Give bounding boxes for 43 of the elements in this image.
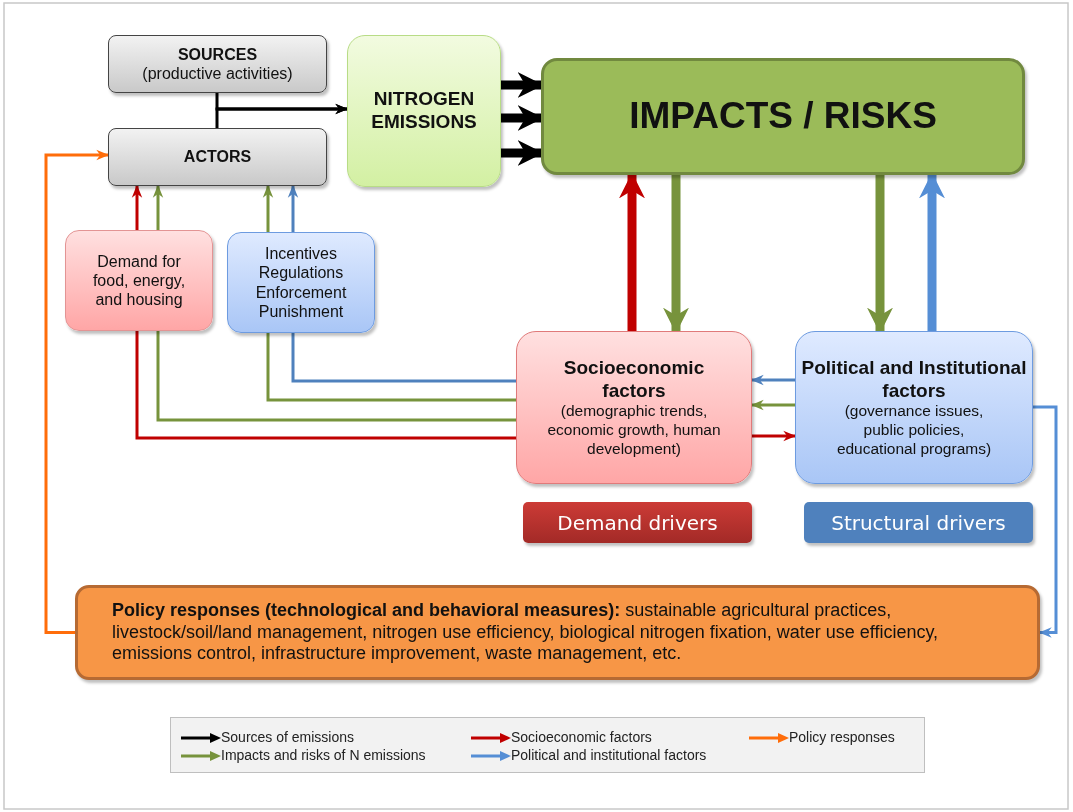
arrow: [750, 399, 795, 411]
process-box: [108, 128, 327, 186]
node-label: Demand for food, energy, and housing: [91, 251, 187, 310]
process-box: [108, 35, 327, 93]
arrow: [131, 184, 143, 230]
node-label: Enforcement: [255, 282, 347, 302]
driver-banner: [804, 502, 1033, 543]
node-label: IMPACTS / RISKS: [629, 94, 937, 139]
demand-box: [65, 230, 213, 331]
arrow: [44, 149, 110, 634]
node-label: (governance issues, public policies, educational programs): [835, 402, 993, 459]
arrow: [750, 374, 795, 386]
arrow: [215, 103, 349, 128]
impacts-box: [541, 58, 1025, 175]
node-label: (productive activities): [142, 64, 293, 84]
node-label: (demographic trends, economic growth, human development): [546, 402, 722, 459]
arrow: [1033, 405, 1058, 638]
instruments-box: [227, 232, 375, 333]
node-label: Demand drivers: [557, 510, 718, 535]
arrow: [152, 184, 164, 230]
node-label: Policy responses (technological and behavioral measures): sustainable agricultural practices, livestock/soil/land management, nitrogen use efficiency, biological nitrogen fixation, water use efficiency, emissions control, infrastructure improvement, waste management, etc.: [112, 600, 940, 665]
node-label: SOURCES: [177, 44, 258, 64]
arrow: [287, 184, 299, 232]
node-label: Regulations: [258, 263, 344, 283]
node-label: Incentives: [264, 244, 337, 264]
legend-label: Political and institutional factors: [511, 747, 707, 763]
legend-label: Policy responses: [789, 729, 895, 745]
policy-box: [75, 585, 1040, 680]
factor-box: [516, 331, 752, 484]
legend-label: Sources of emissions: [221, 729, 355, 745]
node-label: ACTORS: [183, 147, 252, 167]
legend-label: Socioeconomic factors: [511, 729, 652, 745]
factor-box: [795, 331, 1033, 484]
node-label: Punishment: [258, 301, 344, 321]
node-label: NITROGEN EMISSIONS: [370, 88, 478, 134]
node-label: Political and Institutional factors: [801, 356, 1027, 403]
legend-label: Impacts and risks of N emissions: [221, 747, 426, 763]
node-label: Socioeconomic factors: [562, 356, 706, 403]
driver-banner: [523, 502, 752, 543]
node-label: Structural drivers: [831, 510, 1006, 535]
arrow: [262, 184, 274, 232]
emissions-box: [347, 35, 501, 187]
arrow: [752, 430, 797, 442]
